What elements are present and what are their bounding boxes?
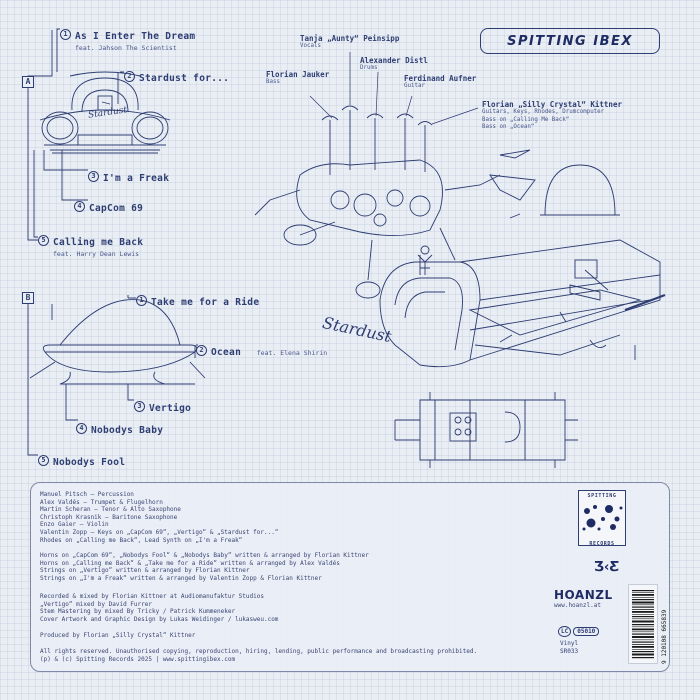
side-b-track-4: 4 Nobodys Baby: [76, 418, 163, 437]
musician-role: Guitar: [404, 83, 425, 89]
track-title: Stardust for...: [139, 73, 230, 84]
track-number: 5: [38, 455, 49, 466]
credits-panel: [30, 482, 670, 672]
credit-line: Valentin Zopp – Keys on „CapCom 69“, „Ve…: [40, 528, 279, 536]
record-label-bottom: RECORDS: [589, 541, 615, 547]
distributor-url: www.hoanzl.at: [554, 602, 601, 609]
band-member-vocals: Tanja „Aunty“ Peinsipp Vocals: [300, 34, 399, 51]
side-b-track-1: 1 Take me for a Ride: [136, 290, 259, 309]
track-feature: feat. Elena Shirin: [256, 349, 328, 357]
credit-line: Stem Mastering by mixed By Tricky / Patr…: [40, 608, 236, 616]
side-a-track-1: 1 As I Enter The Dream feat. Jahson The S…: [60, 24, 195, 52]
catalog-number: SR033: [560, 648, 579, 655]
track-title: I'm a Freak: [103, 173, 170, 184]
track-number: 2: [124, 71, 135, 82]
credits-musicians: Manuel Pitsch – Percussion Alex Valdés –…: [40, 491, 278, 544]
track-title: As I Enter The Dream: [75, 31, 196, 42]
side-a-label: A: [22, 76, 34, 88]
track-title: Calling me Back: [53, 237, 144, 248]
track-title: Ocean: [211, 347, 242, 358]
musician-role: Guitars, Keys, Rhodes, Drumcomputer: [482, 109, 605, 115]
credit-line: Cover Artwork and Graphic Design by Luka…: [40, 615, 279, 623]
musician-name: Tanja „Aunty“ Peinsipp: [300, 34, 400, 43]
credit-line: All rights reserved. Unauthorised copyin…: [40, 648, 478, 655]
track-feature: feat. Harry Dean Lewis: [53, 250, 140, 258]
musician-role: Drums: [360, 65, 378, 71]
track-number: 1: [136, 295, 147, 306]
lc-code: 05010: [573, 627, 600, 636]
barcode-number: 9 120108 665839: [661, 609, 668, 664]
credit-line: Recorded & mixed by Florian Kittner at A…: [40, 593, 264, 600]
track-title: Vertigo: [149, 403, 192, 414]
musician-role: Bass on „Calling Me Back“: [482, 116, 570, 123]
band-member-drums: Alexander Distl Drums: [360, 56, 428, 73]
credit-line: (p) & (c) Spitting Records 2025 | www.sp…: [40, 655, 236, 663]
track-feature: feat. Jahson The Scientist: [75, 44, 177, 52]
barcode-bars-icon: [632, 590, 654, 659]
track-title: Nobodys Baby: [91, 425, 164, 436]
side-b-label: B: [22, 292, 34, 304]
record-label-top: SPITTING: [587, 493, 617, 499]
credit-line: Christoph Krasnik – Baritone Saxophone: [40, 513, 178, 521]
musician-role: Bass on „Ocean“: [482, 124, 535, 130]
barcode: [628, 584, 658, 664]
credit-line: Alex Valdés – Trumpet & Flugelhorn: [40, 498, 163, 506]
distributor-block: HOANZL www.hoanzl.at: [554, 588, 613, 609]
credit-line: Strings on „I'm a Freak“ written & arran…: [40, 574, 322, 582]
brand-logo-frame: SPITTING IBEX: [480, 28, 660, 54]
band-member-multi: Florian „Silly Crystal“ Kittner Guitars,…: [482, 100, 622, 132]
credits-legal: All rights reserved. Unauthorised copyin…: [40, 648, 477, 663]
side-b-track-5: 5 Nobodys Fool: [38, 450, 125, 469]
track-title: Nobodys Fool: [53, 457, 126, 468]
lc-code-block: LC 05010: [558, 626, 600, 637]
track-number: 3: [88, 171, 99, 182]
musician-name: Florian „Silly Crystal“ Kittner: [482, 100, 622, 109]
side-a-track-3: 3 I'm a Freak: [88, 166, 169, 185]
track-number: 3: [134, 401, 145, 412]
musician-role: Vocals: [300, 43, 321, 49]
format-label: Vinyl: [560, 640, 579, 647]
brand-logo: SPITTING IBEX: [507, 33, 633, 49]
side-b-track-2: 2 Ocean feat. Elena Shirin: [196, 340, 327, 359]
credit-line: Horns on „Calling me Back“ & „Take me fo…: [40, 559, 340, 567]
track-title: CapCom 69: [89, 203, 144, 214]
credit-line: Martin Scheran – Tenor & Alto Saxophone: [40, 506, 181, 514]
splatter-icon: [582, 505, 623, 531]
musician-name: Florian Jauker: [266, 70, 330, 79]
track-title: Take me for a Ride: [151, 297, 260, 308]
side-a-track-5: 5 Calling me Back feat. Harry Dean Lewis: [38, 230, 143, 258]
record-label-logo: SPITTING RECORDS: [578, 490, 626, 547]
lc-icon: LC: [558, 626, 572, 637]
track-number: 2: [196, 345, 207, 356]
credit-line: Horns on „CapCom 69“, „Nobodys Fool“ & „…: [40, 552, 369, 559]
credit-line: Enzo Gaier – Violin: [40, 521, 109, 529]
track-number: 4: [74, 201, 85, 212]
side-a-track-4: 4 CapCom 69: [74, 196, 143, 215]
credit-line: Rhodes on „Calling me Back“, Lead Synth …: [40, 536, 243, 544]
credits-production: Recorded & mixed by Florian Kittner at A…: [40, 593, 278, 623]
musician-name: Alexander Distl: [360, 56, 428, 65]
credits-arrangements: Horns on „CapCom 69“, „Nobodys Fool“ & „…: [40, 552, 369, 582]
mark-icon: Ʒ‹Ƹ: [594, 560, 620, 575]
credits-producer: Produced by Florian „Silly Crystal“ Kitt…: [40, 632, 195, 640]
distributor-name: HOANZL: [554, 588, 613, 602]
side-a-track-2: 2 Stardust for...: [124, 66, 229, 85]
credit-line: „Vertigo“ mixed by David Furrer: [40, 600, 152, 608]
band-member-guitar: Ferdinand Aufner Guitar: [404, 74, 476, 91]
credit-line: Strings on „Vertigo“ written & arranged …: [40, 567, 250, 575]
credit-line: Produced by Florian „Silly Crystal“ Kitt…: [40, 632, 196, 639]
track-number: 1: [60, 29, 71, 40]
side-b-track-3: 3 Vertigo: [134, 396, 191, 415]
band-member-bass: Florian Jauker Bass: [266, 70, 329, 87]
credit-line: Manuel Pitsch – Percussion: [40, 491, 134, 498]
track-number: 5: [38, 235, 49, 246]
musician-role: Bass: [266, 79, 280, 85]
musician-name: Ferdinand Aufner: [404, 74, 477, 83]
track-number: 4: [76, 423, 87, 434]
